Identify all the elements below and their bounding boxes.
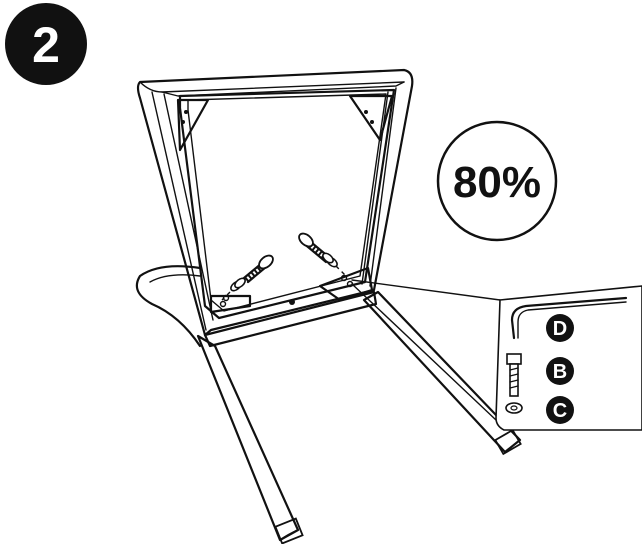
svg-text:C: C xyxy=(553,400,567,422)
step-number: 2 xyxy=(32,17,60,73)
svg-text:B: B xyxy=(553,361,567,383)
bolt-icon xyxy=(506,353,522,397)
part-label-b: B xyxy=(546,357,574,385)
torque-indicator: 80% xyxy=(436,120,558,242)
allen-key-icon xyxy=(510,296,628,340)
parts-callout: D B C xyxy=(495,285,642,431)
chair-illustration xyxy=(135,68,522,544)
svg-text:D: D xyxy=(553,318,567,340)
bolt-right xyxy=(298,232,347,277)
torque-label: 80% xyxy=(453,158,541,207)
washer-icon xyxy=(505,402,523,414)
step-badge: 2 xyxy=(5,3,87,85)
callout-leader xyxy=(351,279,501,421)
part-label-c: C xyxy=(546,396,574,424)
bolt-left xyxy=(221,254,274,301)
part-label-d: D xyxy=(546,314,574,342)
